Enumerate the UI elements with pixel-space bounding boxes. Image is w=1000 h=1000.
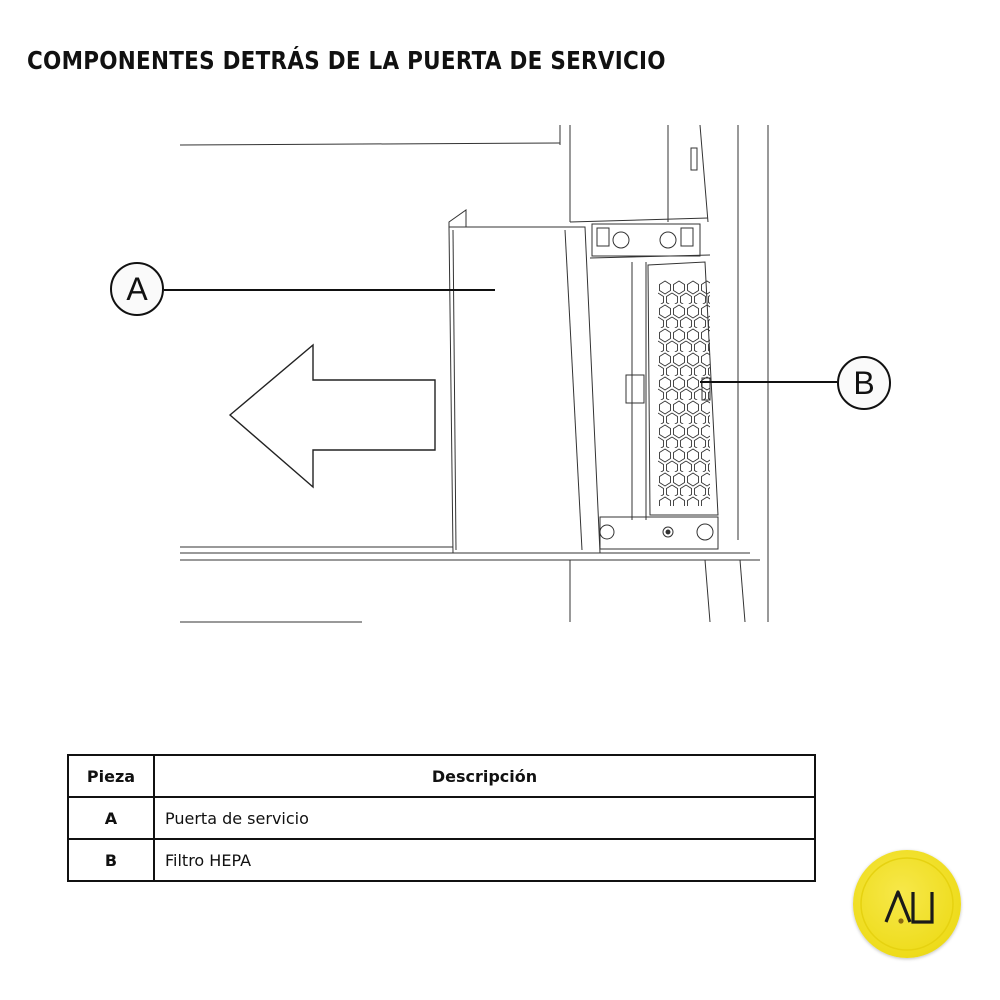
description-cell: Filtro HEPA <box>153 838 816 882</box>
components-table: Pieza Descripción A Puerta de servicio B… <box>67 754 816 882</box>
header-piece: Pieza <box>67 754 155 798</box>
header-description: Descripción <box>153 754 816 798</box>
table-row: B Filtro HEPA <box>67 838 816 882</box>
piece-cell: A <box>67 796 155 840</box>
table-row: A Puerta de servicio <box>67 796 816 840</box>
table-header-row: Pieza Descripción <box>67 754 816 798</box>
description-cell: Puerta de servicio <box>153 796 816 840</box>
callout-a: A <box>110 262 164 316</box>
brand-logo <box>853 850 961 958</box>
piece-cell: B <box>67 838 155 882</box>
au-logo-icon <box>860 857 954 951</box>
callout-b: B <box>837 356 891 410</box>
page-title: COMPONENTES DETRÁS DE LA PUERTA DE SERVI… <box>27 46 666 75</box>
service-door-diagram <box>164 124 837 623</box>
